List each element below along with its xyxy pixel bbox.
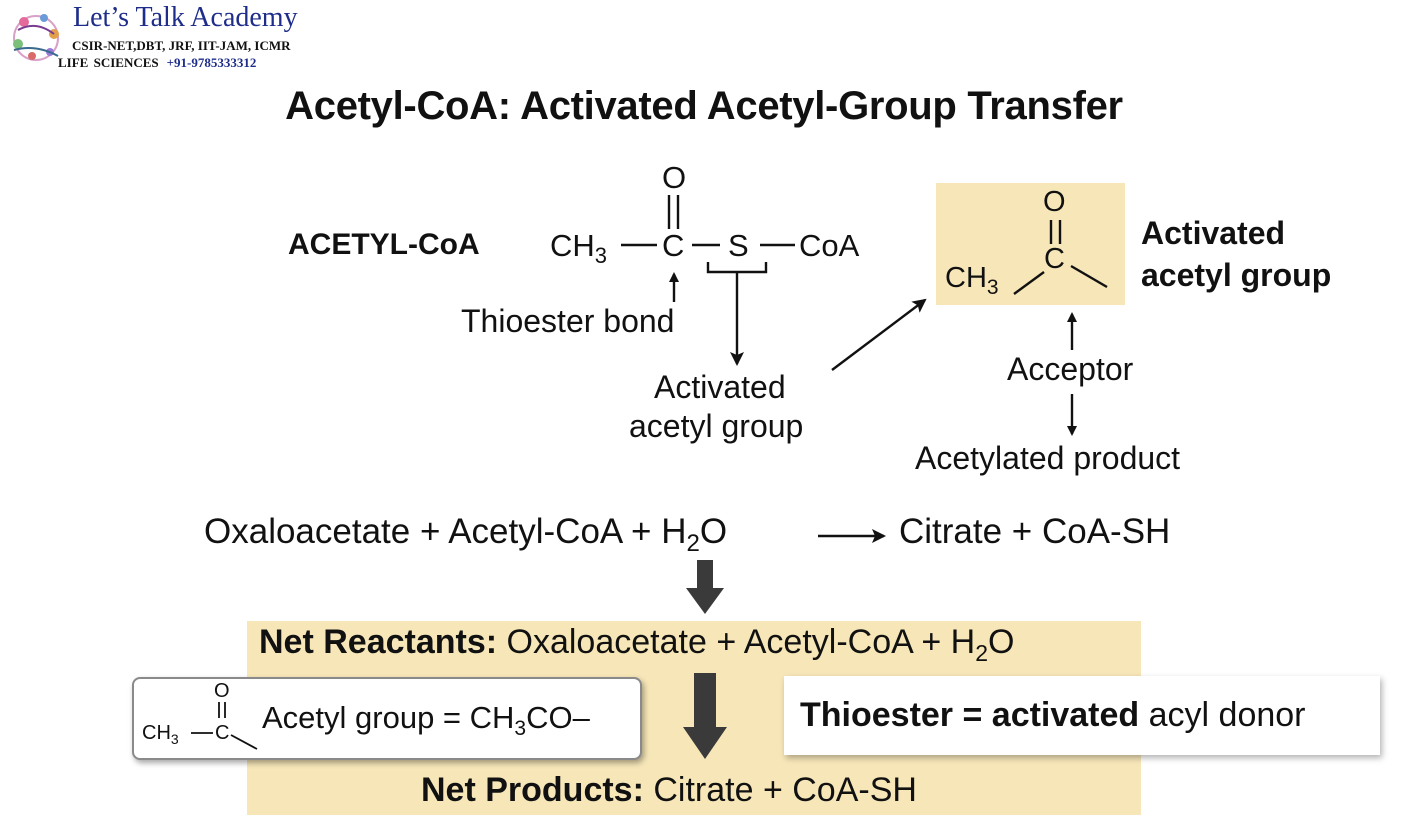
page-title: Acetyl-CoA: Activated Acetyl-Group Trans… bbox=[285, 84, 1123, 128]
thioester-statement: Thioester = activated acyl donor bbox=[800, 696, 1306, 734]
acetyl-group-formula: Acetyl group = CH3CO– bbox=[262, 700, 590, 741]
activated-label-line1: Activated bbox=[654, 369, 786, 405]
activated-bonds bbox=[1013, 220, 1108, 295]
activated-carbon: C bbox=[1044, 243, 1065, 275]
acetylcoa-bonds bbox=[621, 195, 795, 247]
acetylcoa-coa: CoA bbox=[799, 228, 860, 263]
equation-products: Citrate + CoA-SH bbox=[899, 512, 1171, 551]
card-methyl: CH3 bbox=[142, 722, 179, 747]
logo-subject: LIFE SCIENCES bbox=[58, 55, 159, 70]
logo-tagline: CSIR-NET,DBT, JRF, IIT-JAM, ICMR bbox=[72, 38, 291, 53]
card-carbon: C bbox=[215, 722, 230, 744]
logo-phone: +91-9785333312 bbox=[166, 55, 257, 70]
acetylcoa-methyl: CH3 bbox=[550, 228, 608, 269]
net-products: Net Products: Citrate + CoA-SH bbox=[421, 771, 917, 809]
logo-title: Let’s Talk Academy bbox=[73, 2, 298, 33]
thioester-bond-label: Thioester bond bbox=[461, 303, 675, 339]
net-reactants: Net Reactants: Oxaloacetate + Acetyl-CoA… bbox=[259, 623, 1015, 666]
thick-down-arrow-1 bbox=[686, 560, 724, 614]
logo-emblem-icon bbox=[13, 14, 59, 61]
acetylcoa-label: ACETYL-CoA bbox=[288, 228, 480, 261]
acceptor-label: Acceptor bbox=[1007, 351, 1134, 387]
acetylcoa-oxygen: O bbox=[662, 160, 687, 195]
activated-oxygen: O bbox=[1043, 186, 1066, 218]
activated-acetyl-box bbox=[936, 183, 1125, 305]
acetyl-group-card bbox=[132, 677, 642, 760]
thioester-card bbox=[784, 676, 1380, 755]
equation-reactants: Oxaloacetate + Acetyl-CoA + H2O bbox=[204, 512, 728, 557]
card-oxygen: O bbox=[214, 680, 230, 702]
thick-down-arrow-2 bbox=[683, 673, 727, 759]
activated-methyl: CH3 bbox=[945, 262, 999, 299]
activated-label-line2: acetyl group bbox=[629, 408, 804, 444]
logo-subject-line: LIFE SCIENCES +91-9785333312 bbox=[58, 55, 256, 71]
acetylated-product-label: Acetylated product bbox=[915, 440, 1181, 476]
acetylcoa-sulfur: S bbox=[728, 228, 749, 263]
acetylcoa-carbon: C bbox=[662, 228, 685, 263]
diagonal-arrow bbox=[831, 298, 927, 371]
